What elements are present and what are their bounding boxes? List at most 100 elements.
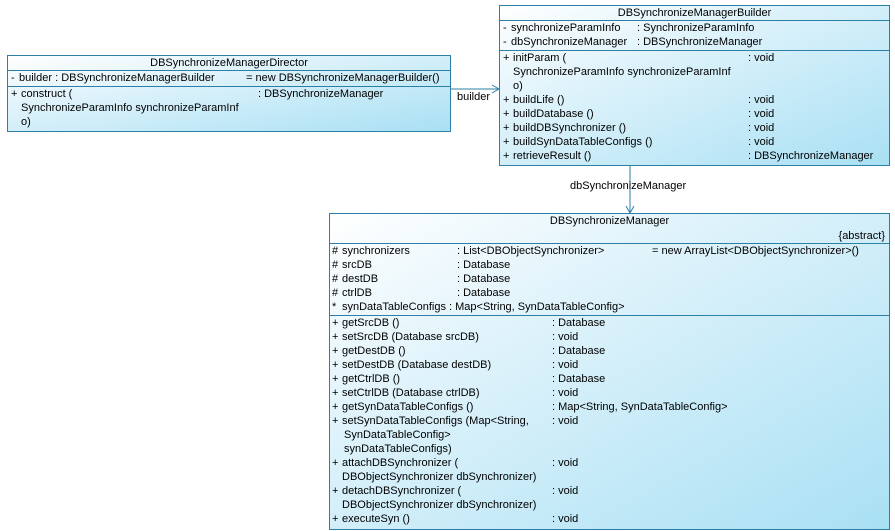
attribute-name: synDataTableConfigs : Map<String, SynDat… (342, 301, 625, 313)
class-director[interactable]: DBSynchronizeManagerDirector - builder :… (7, 55, 451, 132)
operation-continuation: SynDataTableConfig> (344, 429, 451, 441)
operation-row: + setSynDataTableConfigs (Map<String, : … (330, 414, 889, 428)
operation-name: attachDBSynchronizer ( (342, 457, 459, 469)
visibility-marker: # (332, 287, 339, 299)
operation-continuation: synDataTableConfigs) (344, 443, 452, 455)
visibility-marker: + (332, 401, 339, 413)
visibility-marker: + (332, 345, 339, 357)
visibility-marker: + (332, 513, 339, 525)
operation-return-type: : Database (552, 317, 606, 329)
operation-name: getSrcDB () (342, 317, 400, 329)
operation-row: + executeSyn () : void (330, 512, 889, 526)
attribute-name: dbSynchronizeManager (511, 36, 628, 48)
operation-return-type: : void (552, 359, 579, 371)
attribute-row: - synchronizeParamInfo : SynchronizePara… (500, 21, 889, 35)
operation-row: + getSrcDB () : Database (330, 316, 889, 330)
operation-row: + setSrcDB (Database srcDB) : void (330, 330, 889, 344)
visibility-marker: + (503, 108, 510, 120)
visibility-marker: + (332, 331, 339, 343)
operation-return-type: : void (552, 485, 579, 497)
class-builder[interactable]: DBSynchronizeManagerBuilder - synchroniz… (499, 5, 890, 166)
attribute-row: # synchronizers : List<DBObjectSynchroni… (330, 244, 889, 258)
builder-manager-arrowhead (625, 205, 635, 215)
visibility-marker: + (332, 485, 339, 497)
operation-row: + setDestDB (Database destDB) : void (330, 358, 889, 372)
visibility-marker: - (503, 22, 507, 34)
attribute-type: : SynchronizeParamInfo (637, 22, 755, 34)
attribute-row: - builder : DBSynchronizeManagerBuilder … (8, 71, 450, 85)
attribute-type: : List<DBObjectSynchronizer> (457, 245, 605, 257)
attribute-row: # srcDB : Database (330, 258, 889, 272)
visibility-marker: + (332, 457, 339, 469)
class-director-operations: + construct ( : DBSynchronizeManager Syn… (8, 87, 450, 130)
operation-row: + setCtrlDB (Database ctrlDB) : void (330, 386, 889, 400)
attribute-row: * synDataTableConfigs : Map<String, SynD… (330, 300, 889, 314)
operation-row: + construct ( : DBSynchronizeManager (8, 87, 450, 101)
visibility-marker: + (332, 317, 339, 329)
attribute-row: # ctrlDB : Database (330, 286, 889, 300)
operation-row: + buildDatabase () : void (500, 107, 889, 121)
class-manager-name: DBSynchronizeManager (549, 215, 670, 227)
operation-name: setSynDataTableConfigs (Map<String, (342, 415, 529, 427)
operation-return-type: : void (748, 136, 775, 148)
operation-return-type: : Database (552, 373, 606, 385)
operation-row: + detachDBSynchronizer ( : void (330, 484, 889, 498)
operation-row: + getDestDB () : Database (330, 344, 889, 358)
operation-return-type: : void (748, 52, 775, 64)
class-builder-name: DBSynchronizeManagerBuilder (500, 6, 889, 21)
attribute-type: : Database (457, 287, 511, 299)
visibility-marker: + (11, 88, 18, 100)
visibility-marker: + (332, 373, 339, 385)
operation-return-type: : void (552, 387, 579, 399)
operation-continuation: DBObjectSynchronizer dbSynchronizer) (342, 499, 537, 511)
role-label-builder: builder (457, 91, 491, 103)
class-builder-attributes: - synchronizeParamInfo : SynchronizePara… (500, 21, 889, 51)
class-manager[interactable]: DBSynchronizeManager {abstract} # synchr… (329, 213, 890, 530)
operation-name: detachDBSynchronizer ( (342, 485, 462, 497)
visibility-marker: + (503, 52, 510, 64)
operation-continuation: o) (513, 80, 523, 92)
operation-return-type: : void (552, 457, 579, 469)
attribute-name: srcDB (342, 259, 372, 271)
operation-continuation: SynchronizeParamInfo synchronizeParamInf (513, 66, 731, 78)
operation-row: + attachDBSynchronizer ( : void (330, 456, 889, 470)
visibility-marker: # (332, 245, 339, 257)
operation-return-type: : Database (552, 345, 606, 357)
operation-name: construct ( (21, 88, 73, 100)
operation-name: setCtrlDB (Database ctrlDB) (342, 387, 480, 399)
attribute-name: ctrlDB (342, 287, 372, 299)
operation-name: getCtrlDB () (342, 373, 401, 385)
operation-return-type: : void (552, 331, 579, 343)
operation-row: + buildSynDataTableConfigs () : void (500, 135, 889, 149)
attribute-type: : Database (457, 273, 511, 285)
class-builder-operations: + initParam ( : void SynchronizeParamInf… (500, 51, 889, 164)
visibility-marker: + (332, 387, 339, 399)
visibility-marker: + (503, 150, 510, 162)
attribute-row: - dbSynchronizeManager : DBSynchronizeMa… (500, 35, 889, 49)
operation-continuation: DBObjectSynchronizer dbSynchronizer) (342, 471, 537, 483)
operation-name: getDestDB () (342, 345, 406, 357)
operation-return-type: : void (748, 94, 775, 106)
operation-name: executeSyn () (342, 513, 410, 525)
operation-name: initParam ( (513, 52, 567, 64)
operation-return-type: : DBSynchronizeManager (258, 88, 384, 100)
operation-row: + getCtrlDB () : Database (330, 372, 889, 386)
visibility-marker: # (332, 273, 339, 285)
operation-return-type: : void (552, 513, 579, 525)
operation-row: + buildLife () : void (500, 93, 889, 107)
visibility-marker: + (503, 94, 510, 106)
visibility-marker: * (332, 301, 337, 313)
class-manager-attributes: # synchronizers : List<DBObjectSynchroni… (330, 244, 889, 316)
visibility-marker: + (332, 359, 339, 371)
operation-continuation: SynchronizeParamInfo synchronizeParamInf (21, 102, 239, 114)
operation-row: + getSynDataTableConfigs () : Map<String… (330, 400, 889, 414)
class-director-attributes: - builder : DBSynchronizeManagerBuilder … (8, 71, 450, 87)
attribute-name: destDB (342, 273, 379, 285)
class-director-name: DBSynchronizeManagerDirector (8, 56, 450, 71)
operation-row: + buildDBSynchronizer () : void (500, 121, 889, 135)
operation-row: + initParam ( : void (500, 51, 889, 65)
visibility-marker: + (503, 136, 510, 148)
operation-return-type: : void (748, 122, 775, 134)
attribute-type: : Database (457, 259, 511, 271)
attribute-name: synchronizeParamInfo (511, 22, 621, 34)
